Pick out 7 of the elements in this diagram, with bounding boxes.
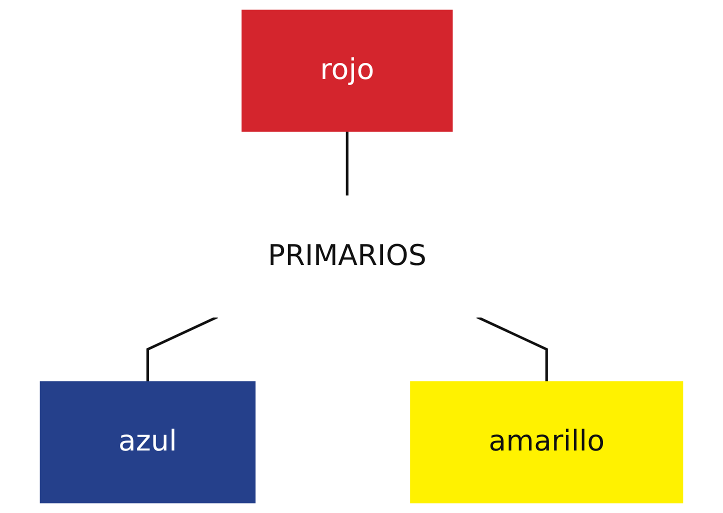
node-box: rojo <box>242 10 453 132</box>
node-box: azul <box>40 381 256 504</box>
connector <box>146 316 218 382</box>
connector <box>346 131 348 196</box>
node-box: amarillo <box>410 381 684 504</box>
connector <box>476 316 548 382</box>
node-text: PRIMARIOS <box>268 240 426 273</box>
